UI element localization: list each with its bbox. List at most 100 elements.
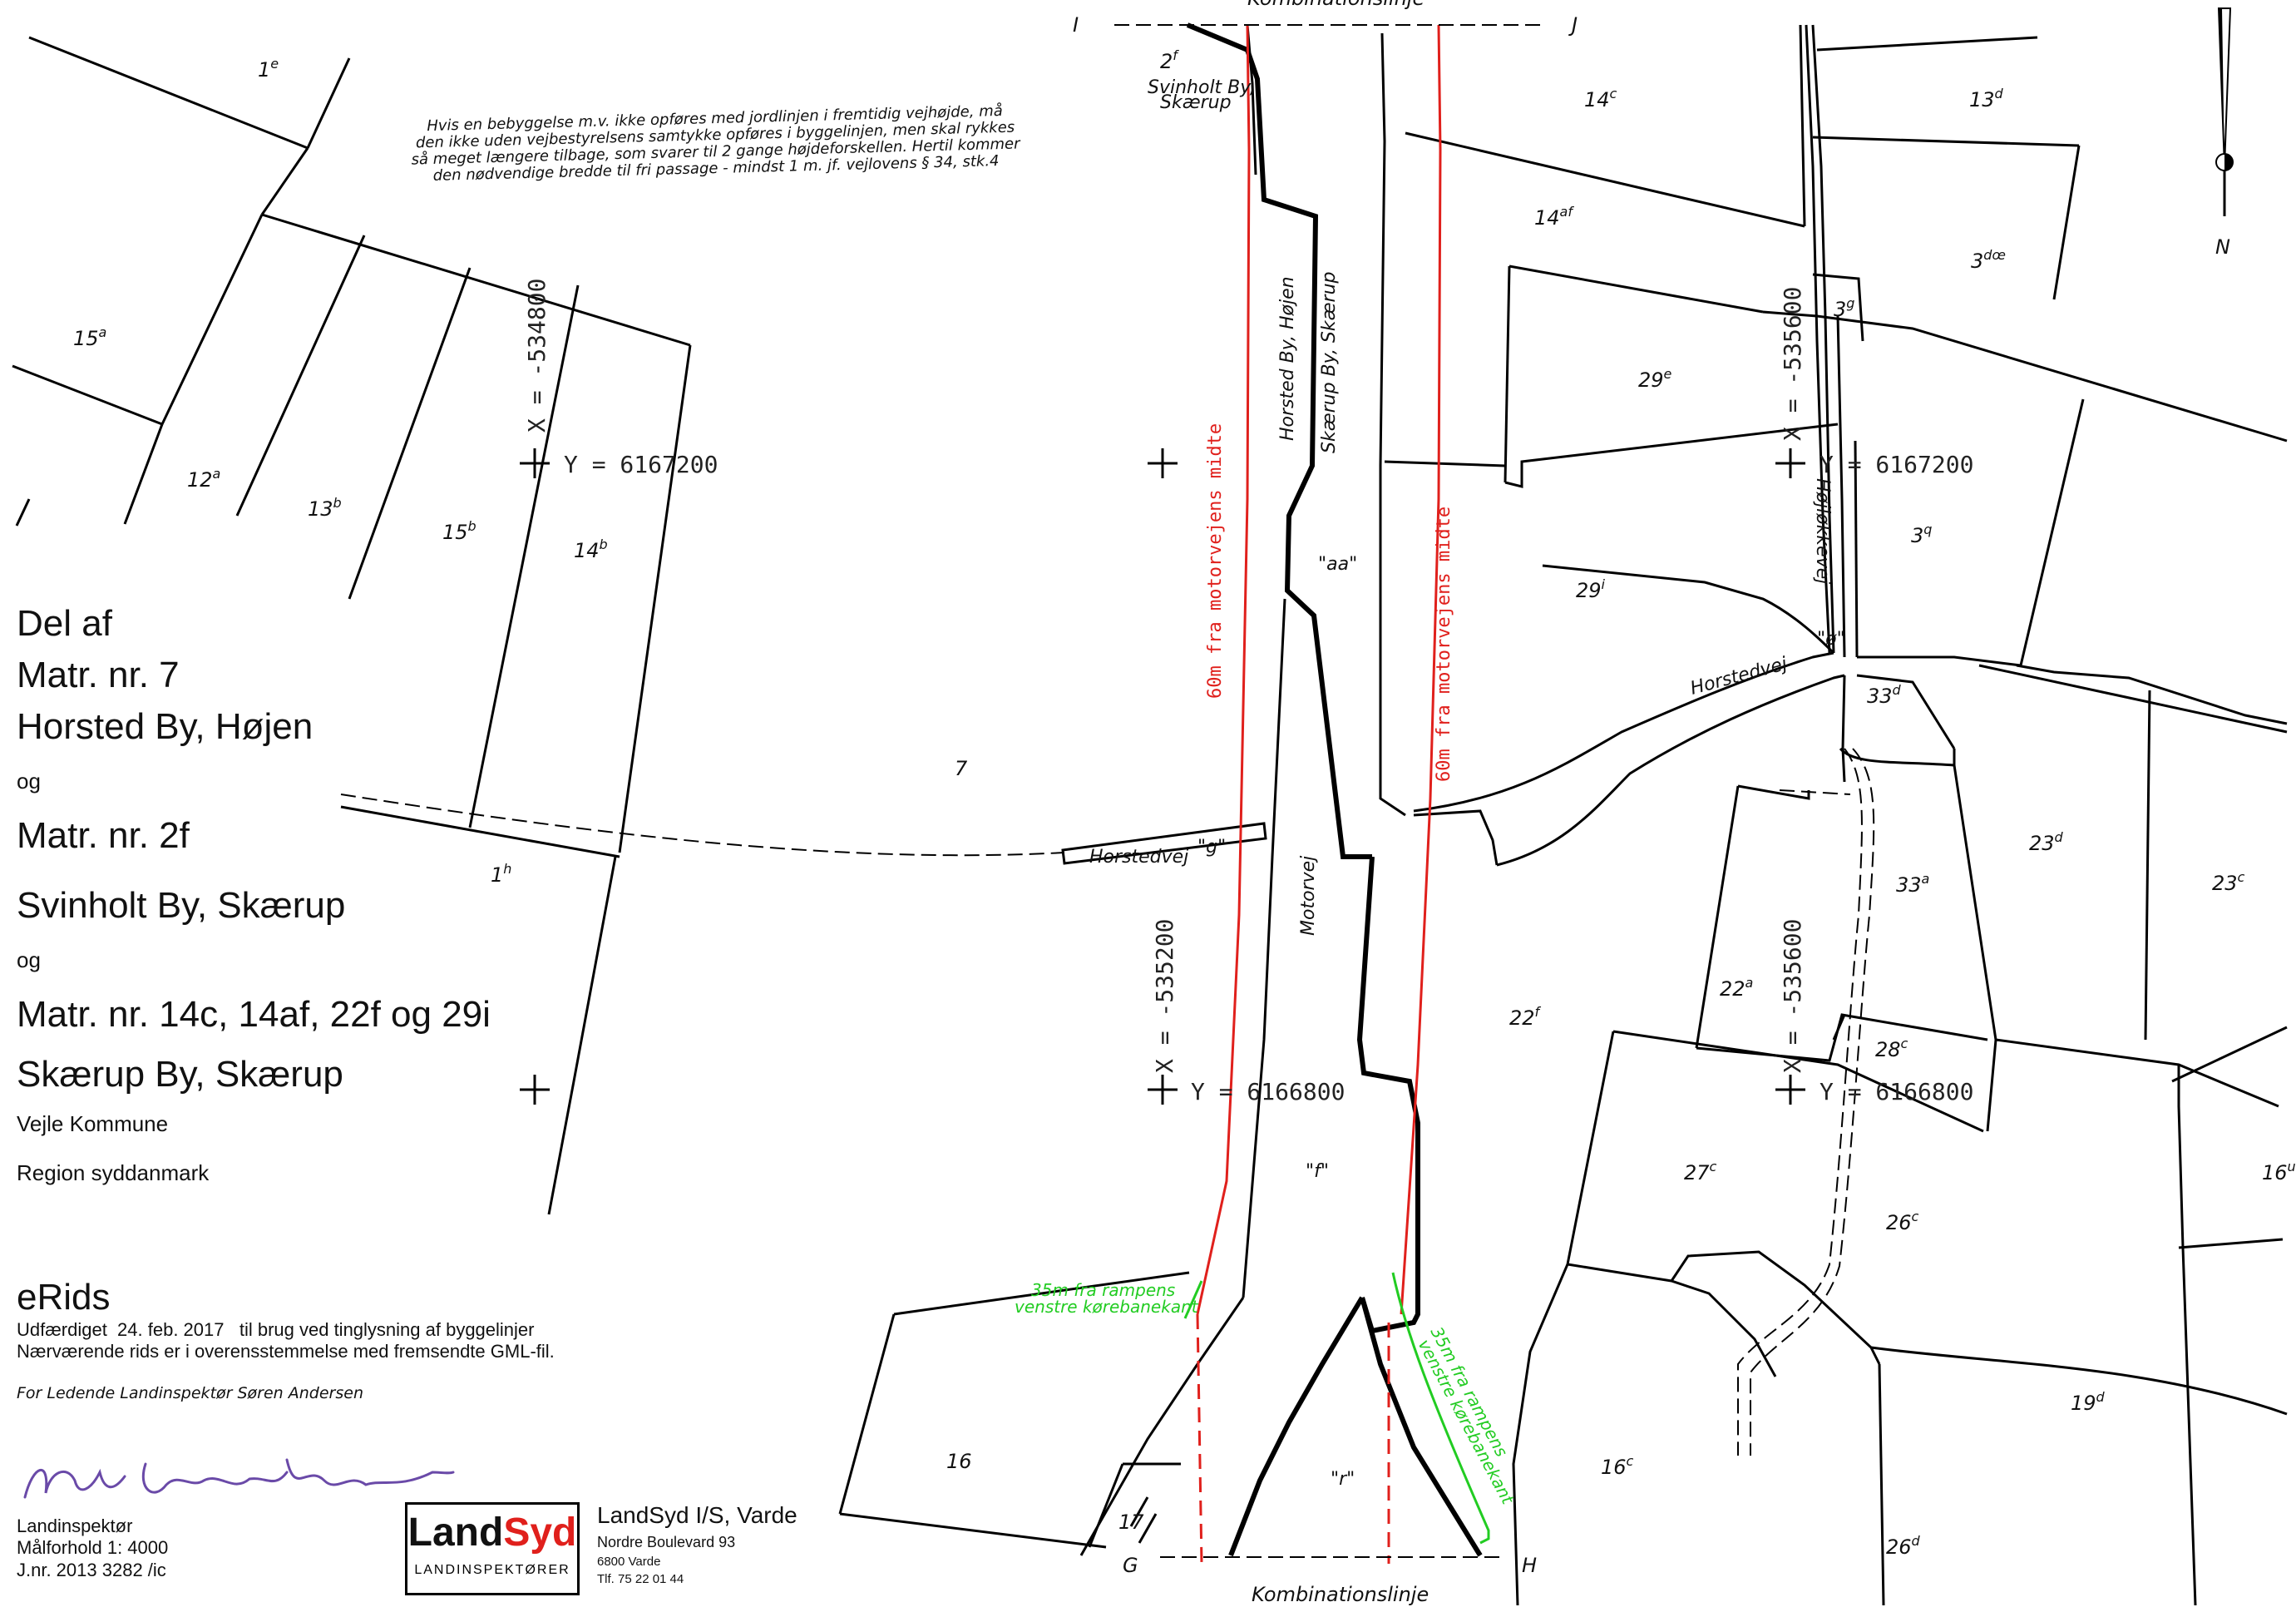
label-r: "r": [1331, 1469, 1355, 1490]
journal-number: J.nr. 2013 3282 /ic: [17, 1559, 166, 1580]
title-line-3: Horsted By, Højen: [17, 706, 314, 747]
north-label: N: [2215, 235, 2230, 259]
right-dashed-path: [1737, 748, 1875, 1456]
parcel-14c: 14c: [1584, 86, 1617, 111]
parcel-16u: 16u: [2262, 1159, 2296, 1184]
parcel-2f: 2f: [1160, 47, 1179, 73]
matr-3: Matr. nr. 14c, 14af, 22f og 29i: [17, 994, 491, 1035]
label-aa: "aa": [1318, 554, 1357, 575]
corner-letter-g: G: [1123, 1554, 1138, 1577]
surveyor-panel: Landinspektør Målforhold 1: 4000 J.nr. 2…: [17, 1516, 349, 1581]
parcel-13d: 13d: [1969, 86, 2004, 111]
region: Region syddanmark: [17, 1160, 210, 1185]
logo-subtitle: LANDINSPEKTØRER: [414, 1563, 570, 1577]
naervaerende: Nærværende rids er i overensstemmelse me…: [17, 1341, 555, 1362]
corner-letter-h: H: [1522, 1554, 1537, 1577]
parcel-3doe: 3dœ: [1971, 247, 2006, 273]
coord-y1: Y = 6167200: [564, 451, 718, 478]
label-svinholt-1: Svinholt By,: [1148, 77, 1256, 98]
parcel-3q: 3q: [1911, 522, 1932, 547]
parcel-26d: 26d: [1886, 1533, 1921, 1559]
parcel-22f: 22f: [1509, 1004, 1542, 1030]
company-name: LandSyd I/S, Varde: [597, 1502, 797, 1528]
og-2: og: [17, 947, 41, 972]
for-ledende: For Ledende Landinspektør Søren Andersen: [17, 1384, 363, 1402]
udfaerdiget: Udfærdiget 24. feb. 2017 til brug ved ti…: [17, 1319, 535, 1340]
red-label-left: 60m fra motorvejens midte: [1205, 423, 1226, 699]
parcel-1e: 1e: [258, 56, 279, 82]
label-oe: "ø": [1817, 629, 1845, 650]
parcel-29i: 29i: [1576, 576, 1606, 602]
red-dashed-line-left: [1196, 1313, 1203, 1565]
parcel-13b: 13b: [308, 495, 342, 521]
right-parcel-lines: [1384, 24, 2288, 666]
company-address: Nordre Boulevard 93: [597, 1534, 736, 1550]
parcel-19d: 19d: [2071, 1389, 2106, 1415]
landinspektor-label: Landinspektør: [17, 1516, 133, 1536]
lower-left-parcel-lines: [838, 1271, 1190, 1549]
parcel-28c: 28c: [1875, 1036, 1908, 1061]
parcel-14af: 14af: [1534, 204, 1574, 230]
green-line-right: [1391, 1272, 1490, 1545]
label-g: "g": [1197, 837, 1226, 858]
label-f: "f": [1306, 1161, 1329, 1182]
label-horstedvej-right: Horstedvej: [1688, 654, 1790, 700]
title-line-2: Matr. nr. 7: [17, 655, 180, 695]
parcel-7: 7: [955, 757, 968, 780]
coord-x4: X = -535600: [1779, 919, 1806, 1073]
landsyd-logo: LandSyd LANDINSPEKTØRER: [405, 1502, 580, 1595]
red-label-right: 60m fra motorvejens midte: [1434, 507, 1454, 782]
company-city: 6800 Varde: [597, 1555, 661, 1569]
parcel-17: 17: [1118, 1511, 1144, 1534]
corner-letter-j: J: [1568, 13, 1578, 37]
red-offset-line-right: [1400, 24, 1442, 1315]
parcel-27c: 27c: [1684, 1159, 1717, 1184]
parcel-15a: 15a: [73, 324, 106, 350]
erids-panel: eRids Udfærdiget 24. feb. 2017 til brug …: [17, 1279, 765, 1403]
coord-x1: X = -534800: [523, 279, 551, 433]
title-line-1: Del af: [17, 603, 112, 644]
parcel-23c: 23c: [2212, 869, 2245, 895]
green-label-left: 35m fra rampens venstre kørebanekant: [1015, 1280, 1199, 1317]
company-info: LandSyd I/S, Varde Nordre Boulevard 93 6…: [597, 1502, 896, 1586]
parcel-15b: 15b: [442, 518, 476, 544]
parcel-29e: 29e: [1638, 366, 1672, 392]
label-horstedvej-left: Horstedvej: [1089, 847, 1189, 868]
coordinate-crosshairs: [520, 448, 1805, 1105]
svg-text:venstre kørebanekant: venstre kørebanekant: [1015, 1297, 1199, 1317]
matr-2f: Matr. nr. 2f: [17, 815, 190, 856]
label-horsted-hojen: Horsted By, Højen: [1277, 276, 1298, 441]
coord-x3: X = -535200: [1151, 919, 1178, 1073]
skaerup: Skærup By, Skærup: [17, 1054, 343, 1095]
logo-land: Land: [407, 1511, 504, 1555]
label-hojlokkevej: Højløkkevej: [1812, 478, 1833, 585]
left-parcel-lines: [12, 36, 692, 1215]
horstedvej-left-dashed: [340, 794, 1065, 857]
company-phone: Tlf. 75 22 01 44: [597, 1572, 684, 1586]
horstedvej-right-lines: [1413, 564, 2288, 867]
parcel-26c: 26c: [1886, 1209, 1919, 1234]
green-line-left: [1183, 1280, 1203, 1319]
svinholt: Svinholt By, Skærup: [17, 885, 346, 926]
top-note: Hvis en bebyggelse m.v. ikke opføres med…: [411, 102, 1021, 185]
signature: [23, 1458, 455, 1499]
parcel-22a: 22a: [1720, 975, 1753, 1001]
top-combination-label: Kombinationslinje: [1247, 0, 1425, 10]
parcel-labels: 1e 15a 12a 13b 15b 14b 7 1h 2f 14c 13d 1…: [73, 47, 2296, 1559]
label-svinholt-2: Skærup: [1160, 92, 1232, 113]
parcel-23d: 23d: [2029, 829, 2064, 855]
parcel-16: 16: [946, 1450, 972, 1473]
kommune: Vejle Kommune: [17, 1111, 169, 1136]
coord-y3: Y = 6166800: [1191, 1078, 1345, 1105]
svg-text:35m fra rampens: 35m fra rampens: [1031, 1280, 1175, 1300]
label-skaerup: Skærup By, Skærup: [1319, 272, 1340, 454]
red-offset-line-left: [1196, 24, 1251, 1315]
coord-x2: X = -535600: [1779, 287, 1806, 441]
coord-y4: Y = 6166800: [1820, 1078, 1973, 1105]
logo-syd: Syd: [503, 1511, 577, 1555]
corner-letter-i: I: [1073, 13, 1079, 37]
north-arrow: [2215, 7, 2234, 216]
central-road-lines: [1079, 22, 1499, 1557]
horstedvej-bar: [1061, 822, 1267, 865]
